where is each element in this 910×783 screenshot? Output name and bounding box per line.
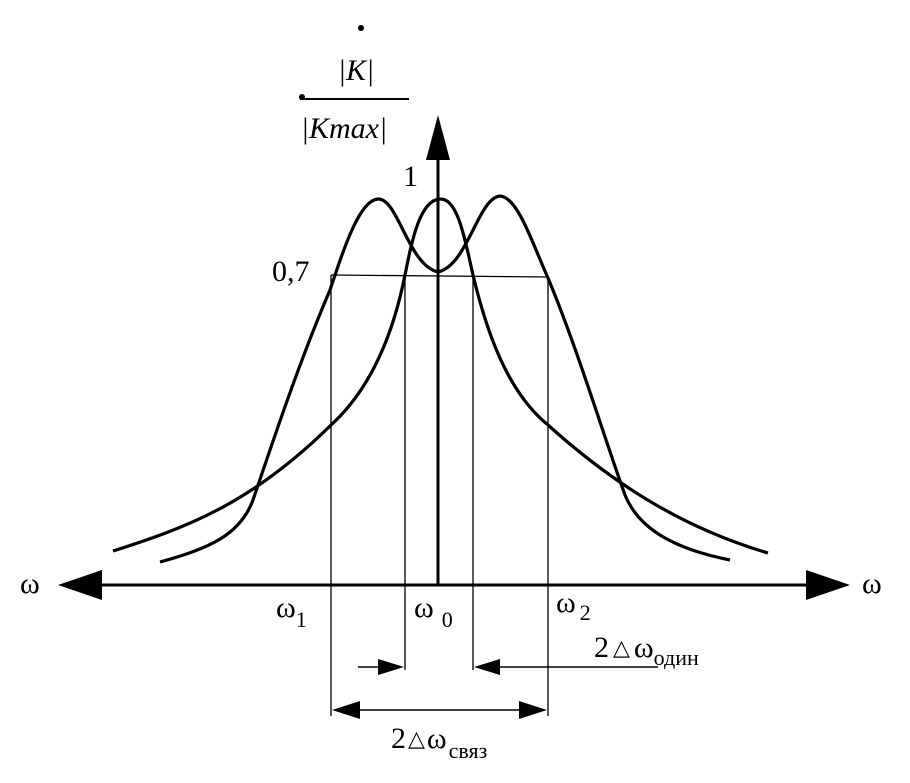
x-axis-right-arrow — [806, 570, 850, 600]
single-band-label: 2△ωодин — [594, 631, 699, 670]
tick-0-7-label: 0,7 — [272, 255, 310, 288]
x-axis-left-label: ω — [20, 567, 40, 600]
omega-1-label: ω1 — [276, 591, 307, 632]
dot-numerator — [358, 25, 364, 31]
coupled-band-right-arrow — [519, 701, 547, 719]
x-axis-right-label: ω — [862, 567, 882, 600]
level-0-7-line — [330, 274, 549, 278]
y-label-denominator: |Kmax| — [301, 112, 387, 145]
x-axis-left-arrow — [58, 570, 102, 600]
y-label-numerator: |K| — [338, 54, 375, 87]
single-band-right-arrow — [474, 659, 500, 675]
coupled-circuit-curve — [159, 194, 731, 564]
single-band-left-arrow — [378, 659, 404, 675]
tick-1-label: 1 — [403, 160, 418, 193]
single-circuit-curve — [112, 197, 769, 555]
dot-denominator — [299, 94, 305, 100]
y-axis-arrow — [426, 115, 450, 160]
coupled-band-left-arrow — [332, 701, 360, 719]
coupled-band-label: 2△ωсвяз — [391, 722, 487, 763]
